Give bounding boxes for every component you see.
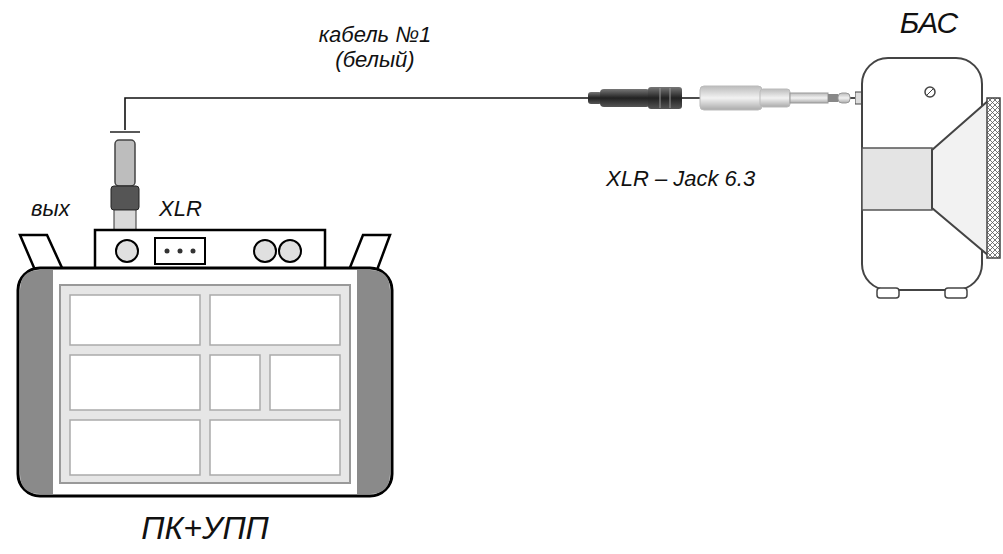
xlr-plug (588, 87, 682, 109)
cable-label: кабель №1 (белый) (297, 22, 453, 73)
adapter-label: XLR – Jack 6.3 (603, 166, 758, 191)
connector-label: XLR (156, 196, 205, 221)
device-outline (15, 130, 395, 554)
jack-plug (700, 86, 850, 110)
connector-label: вых (28, 196, 73, 221)
device-name: ПК+УПП (141, 511, 269, 546)
device-name: БАС (900, 6, 959, 39)
computer-device: ПК+УПП (15, 130, 395, 554)
speaker-outline (855, 0, 1003, 310)
speaker-unit: БАС (855, 0, 1003, 310)
